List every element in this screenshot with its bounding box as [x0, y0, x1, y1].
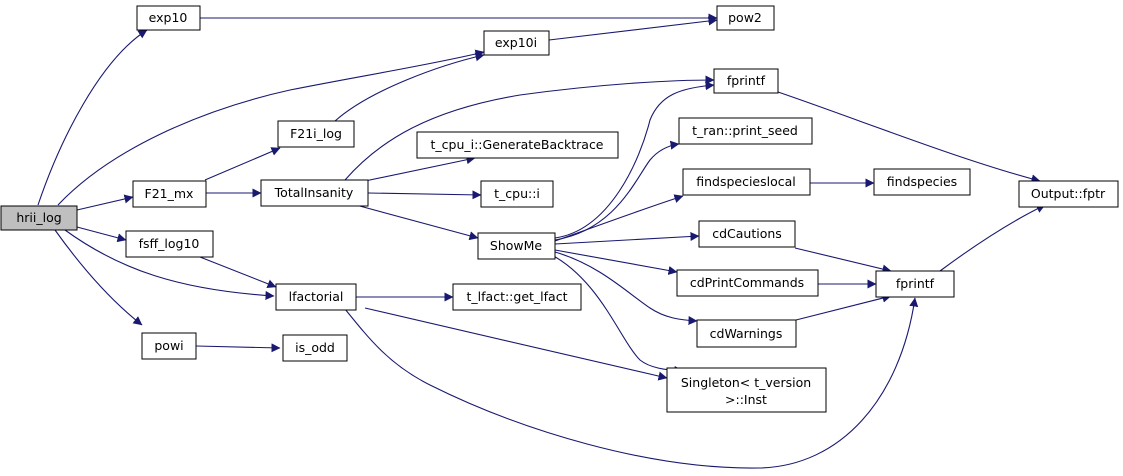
node-exp10i-label: exp10i: [495, 35, 537, 50]
edge-lfactorial-SingletonInst: [364, 307, 668, 381]
edge-ShowMe-findspecieslocal: [554, 194, 684, 242]
node-fprintf-mid[interactable]: fprintf: [875, 270, 955, 298]
node-is_odd[interactable]: is_odd: [282, 334, 348, 362]
node-F21i_log[interactable]: F21i_log: [277, 120, 355, 148]
node-SingletonInst-label-line1: Singleton< t_version: [681, 375, 811, 390]
node-F21_mx[interactable]: F21_mx: [132, 180, 207, 208]
node-fprintf-mid-label: fprintf: [896, 276, 935, 291]
node-powi-label: powi: [154, 338, 183, 353]
node-print_seed[interactable]: t_ran::print_seed: [678, 117, 813, 145]
edges: [37, 13, 1046, 469]
edge-fsff_log10-lfactorial: [199, 256, 277, 289]
edge-hrii_log-fsff_log10: [76, 226, 127, 243]
node-SingletonInst[interactable]: Singleton< t_version >::Inst: [666, 367, 827, 413]
edge-hrii_log-F21_mx: [76, 194, 134, 211]
node-GenerateBacktrace[interactable]: t_cpu_i::GenerateBacktrace: [416, 131, 619, 159]
node-GenerateBacktrace-label: t_cpu_i::GenerateBacktrace: [430, 137, 603, 152]
node-is_odd-label: is_odd: [295, 340, 335, 355]
node-lfactorial[interactable]: lfactorial: [275, 283, 357, 311]
node-cdWarnings[interactable]: cdWarnings: [696, 319, 797, 348]
edge-cdCautions-fprintf_mid: [794, 247, 892, 274]
node-ShowMe-label: ShowMe: [490, 238, 543, 253]
node-F21_mx-label: F21_mx: [145, 186, 194, 201]
edge-ShowMe-print_seed: [554, 140, 680, 241]
edge-fprintf_mid-fptr: [939, 204, 1046, 272]
node-cdCautions[interactable]: cdCautions: [698, 220, 796, 248]
node-findspecieslocal[interactable]: findspecieslocal: [682, 168, 811, 196]
node-findspecieslocal-label: findspecieslocal: [696, 174, 796, 189]
edge-exp10i-pow2: [548, 16, 718, 41]
node-fprintf-top-label: fprintf: [727, 73, 766, 88]
edge-hrii_log-exp10: [37, 29, 148, 206]
edge-ShowMe-fprintf_top: [554, 81, 715, 239]
node-fprintf-top[interactable]: fprintf: [713, 68, 779, 94]
node-fptr-label: Output::fptr: [1031, 186, 1106, 201]
node-findspecies[interactable]: findspecies: [873, 168, 971, 196]
node-pow2[interactable]: pow2: [716, 5, 775, 31]
node-ShowMe[interactable]: ShowMe: [477, 232, 556, 260]
node-cdPrintCommands[interactable]: cdPrintCommands: [676, 269, 819, 297]
edge-hrii_log-exp10i: [57, 49, 485, 206]
edge-powi-is_odd: [195, 343, 281, 353]
node-cdPrintCommands-label: cdPrintCommands: [690, 275, 804, 290]
edge-cdWarnings-fprintf_mid: [795, 293, 892, 321]
edge-ShowMe-cdPrintCommands: [554, 249, 678, 275]
node-fsff_log10[interactable]: fsff_log10: [125, 230, 214, 258]
node-get_lfact-label: t_lfact::get_lfact: [467, 289, 568, 304]
edge-TotalInsanity-GenerateBacktrace: [364, 155, 476, 182]
node-powi[interactable]: powi: [141, 332, 197, 360]
edge-hrii_log-lfactorial: [64, 229, 275, 300]
node-pow2-label: pow2: [728, 10, 762, 25]
node-cdWarnings-label: cdWarnings: [710, 326, 783, 341]
edge-lfactorial-fprintf_mid: [344, 297, 919, 469]
node-TotalInsanity[interactable]: TotalInsanity: [260, 179, 369, 207]
node-exp10-label: exp10: [149, 10, 188, 25]
node-lfactorial-label: lfactorial: [289, 289, 344, 304]
node-exp10[interactable]: exp10: [136, 5, 201, 31]
edge-TotalInsanity-ShowMe: [355, 204, 479, 241]
node-hrii_log-label: hrii_log: [16, 210, 61, 225]
node-SingletonInst-label-line2: >::Inst: [725, 392, 767, 407]
node-hrii_log[interactable]: hrii_log: [0, 205, 78, 231]
edge-F21i_log-exp10i: [334, 52, 485, 122]
node-TotalInsanity-label: TotalInsanity: [274, 185, 354, 200]
edge-hrii_log-powi: [54, 229, 143, 326]
node-fptr[interactable]: Output::fptr: [1018, 180, 1119, 208]
edge-TotalInsanity-fprintf_top: [344, 75, 715, 181]
edge-fprintf_top-fptr: [777, 91, 1041, 184]
nodes: hrii_log exp10 pow2 exp10i fprintf F21i_…: [0, 5, 1119, 413]
node-exp10i[interactable]: exp10i: [483, 30, 550, 56]
node-fsff_log10-label: fsff_log10: [139, 236, 200, 251]
node-F21i_log-label: F21i_log: [290, 126, 342, 141]
node-get_lfact[interactable]: t_lfact::get_lfact: [452, 283, 582, 311]
node-t_cpu_i-label: t_cpu::i: [494, 186, 540, 201]
node-t_cpu_i[interactable]: t_cpu::i: [480, 180, 554, 208]
node-print_seed-label: t_ran::print_seed: [692, 123, 798, 138]
edge-ShowMe-cdWarnings: [554, 251, 698, 325]
node-findspecies-label: findspecies: [887, 174, 957, 189]
edge-F21_mx-F21i_log: [204, 147, 281, 181]
edge-ShowMe-cdCautions: [554, 231, 700, 245]
node-cdCautions-label: cdCautions: [712, 226, 782, 241]
edge-ShowMe-SingletonInst: [549, 253, 684, 376]
edge-TotalInsanity-t_cpu_i: [367, 190, 482, 200]
